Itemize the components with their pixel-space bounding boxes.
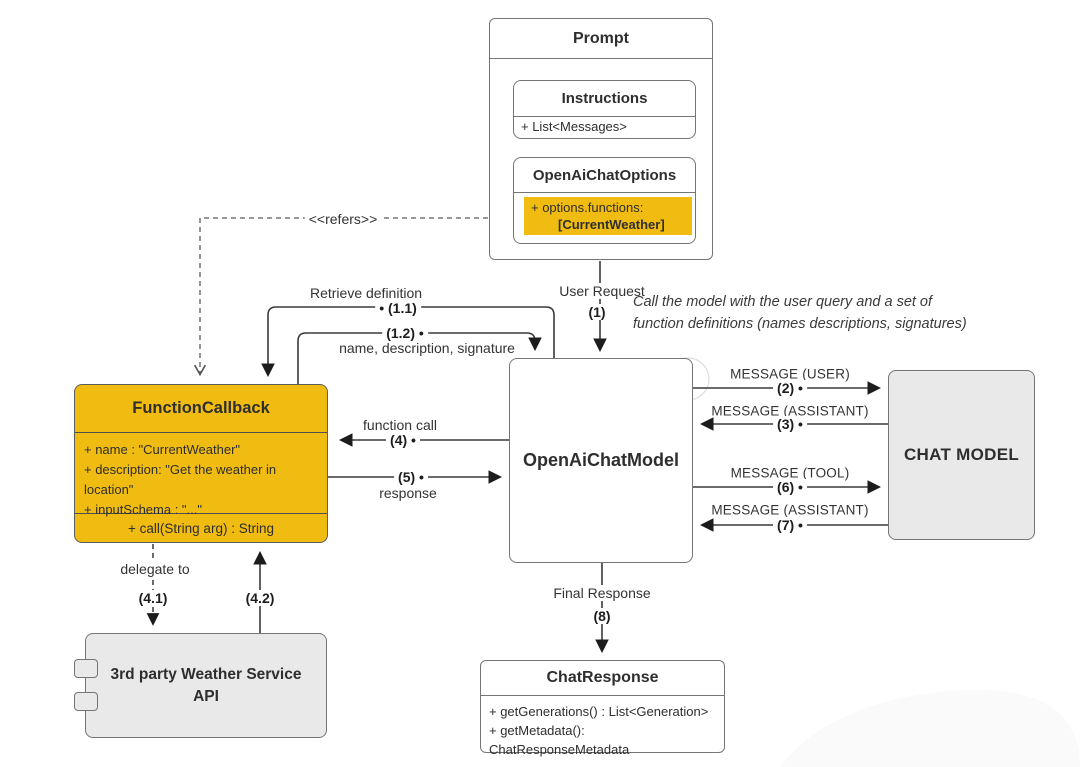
prompt-title: Prompt (490, 19, 712, 59)
component-port-icon (74, 692, 98, 711)
message-user-label: MESSAGE (USER) (730, 366, 850, 382)
function-callback-title: FunctionCallback (75, 385, 327, 433)
step-7-label: (7) • (773, 517, 807, 533)
name-desc-sig-label: name, description, signature (339, 340, 515, 356)
message-tool-label: MESSAGE (TOOL) (730, 465, 850, 481)
chat-model-box: CHAT MODEL (888, 370, 1035, 540)
openai-chat-model-title: OpenAiChatModel (523, 450, 679, 470)
message-assistant-7-label: MESSAGE (ASSISTANT) (711, 502, 869, 518)
chat-options-title: OpenAiChatOptions (514, 158, 695, 193)
attr-get-generations: + getGenerations() : List<Generation> (489, 704, 709, 719)
function-callback-box: FunctionCallback + name : "CurrentWeathe… (74, 384, 328, 543)
openai-chat-model-box: OpenAiChatModel (509, 358, 693, 563)
prompt-title-text: Prompt (573, 29, 629, 47)
attr-name: + name : "CurrentWeather" (84, 442, 241, 457)
chat-model-title: CHAT MODEL (903, 445, 1020, 464)
chat-options-title-text: OpenAiChatOptions (532, 166, 677, 184)
chat-response-attrs: + getGenerations() : List<Generation> + … (481, 696, 724, 765)
weather-api-line2: API (193, 687, 219, 705)
step-5-label: (5) • (394, 469, 428, 485)
message-assistant-3-label: MESSAGE (ASSISTANT) (711, 403, 869, 419)
step-6-label: (6) • (773, 479, 807, 495)
step-8-label: (8) (589, 608, 615, 624)
corner-watermark (780, 689, 1080, 767)
chat-response-title-text: ChatResponse (546, 669, 659, 686)
step-1-1-label: • (1.1) (375, 300, 421, 316)
step-1-2-label: (1.2) • (382, 325, 428, 341)
attr-description: + description: "Get the weather in locat… (84, 462, 277, 497)
chat-response-box: ChatResponse + getGenerations() : List<G… (480, 660, 725, 757)
step-4-1-label: (4.1) (134, 590, 172, 606)
component-port-icon (74, 659, 98, 678)
weather-api-box: 3rd party Weather Service API (85, 633, 327, 738)
chat-options-box: OpenAiChatOptions + options.functions: [… (513, 157, 696, 244)
options-functions-line1: + options.functions: (531, 200, 644, 215)
retrieve-definition-label: Retrieve definition (309, 285, 423, 301)
prompt-box: Prompt Instructions + List<Messages> Ope… (489, 18, 713, 260)
instructions-box: Instructions + List<Messages> (513, 80, 696, 139)
user-request-label: User Request (555, 283, 649, 299)
annotation-line2: function definitions (names descriptions… (633, 316, 967, 332)
instructions-title: Instructions (514, 81, 695, 117)
options-functions-highlight: + options.functions: [CurrentWeather] (524, 197, 692, 235)
step-3-label: (3) • (773, 416, 807, 432)
step-4-2-label: (4.2) (241, 590, 279, 606)
attr-get-metadata: + getMetadata(): ChatResponseMetadata (489, 723, 630, 757)
function-call-label: function call (363, 417, 437, 433)
step-2-label: (2) • (773, 380, 807, 396)
function-callback-method: + call(String arg) : String (128, 520, 274, 536)
response-label: response (379, 485, 437, 501)
options-functions-line2: [CurrentWeather] (558, 217, 665, 232)
model-call-annotation: Call the model with the user query and a… (633, 291, 967, 335)
annotation-line1: Call the model with the user query and a… (633, 294, 933, 310)
step-1-label: (1) (584, 304, 610, 320)
instructions-attr: + List<Messages> (521, 119, 627, 134)
arrow-refers (193, 217, 524, 377)
delegate-to-label: delegate to (116, 561, 194, 577)
refers-label: <<refers>> (304, 211, 382, 227)
chat-response-title: ChatResponse (481, 661, 724, 696)
instructions-title-text: Instructions (561, 90, 648, 107)
function-callback-title-text: FunctionCallback (132, 399, 270, 417)
step-4-label: (4) • (386, 432, 420, 448)
weather-api-line1: 3rd party Weather Service (110, 665, 302, 683)
function-callback-attrs: + name : "CurrentWeather" + description:… (75, 433, 327, 517)
attr-input-schema: + inputSchema : "..." (84, 502, 202, 517)
final-response-label: Final Response (549, 585, 655, 601)
